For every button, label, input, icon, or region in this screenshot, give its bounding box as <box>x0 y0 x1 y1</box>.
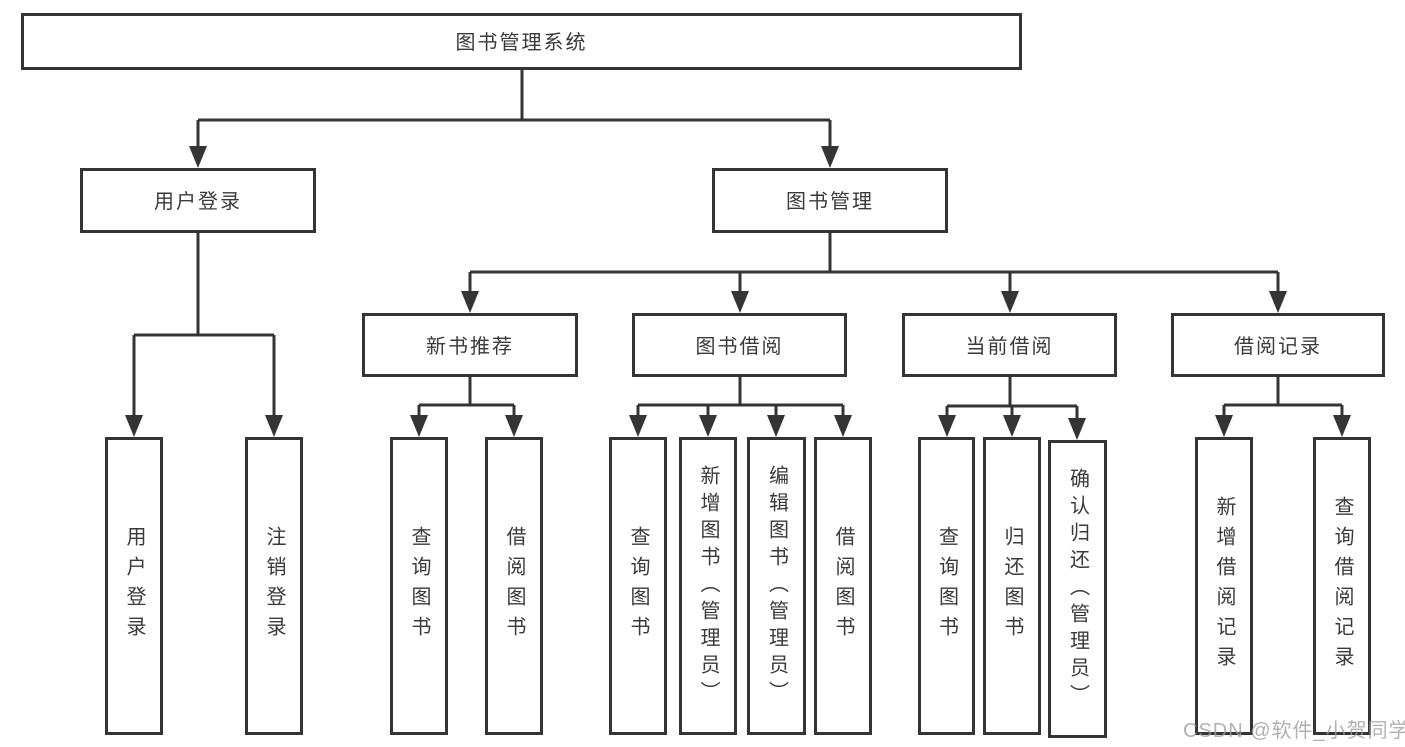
leaf-edit-book-admin-label: 编辑图书（管理员） <box>765 464 788 708</box>
leaf-borrow-book: 借阅图书 <box>814 437 872 735</box>
leaf-query-borrow-record-label: 查询借阅记录 <box>1331 496 1353 676</box>
leaf-query-book-borrow: 查询图书 <box>609 437 667 735</box>
leaf-edit-book-admin: 编辑图书（管理员） <box>747 437 806 735</box>
node-user-login: 用户登录 <box>80 168 316 233</box>
leaf-add-book-admin-label: 新增图书（管理员） <box>697 464 719 708</box>
node-current-borrow: 当前借阅 <box>902 313 1117 377</box>
leaf-borrow-book-recommend: 借阅图书 <box>485 437 543 735</box>
edge-newbook-trunk <box>419 377 514 407</box>
node-book-management-label: 图书管理 <box>786 191 874 213</box>
leaf-add-borrow-record: 新增借阅记录 <box>1195 437 1253 735</box>
edge-records-trunk <box>1224 377 1342 407</box>
leaf-query-book-current-label: 查询图书 <box>935 526 958 646</box>
node-library-system: 图书管理系统 <box>21 13 1022 70</box>
node-current-borrow-label: 当前借阅 <box>965 335 1054 358</box>
edge-userlogin-trunk <box>134 233 274 337</box>
leaf-user-login: 用户登录 <box>105 437 163 735</box>
node-borrow-records-label: 借阅记录 <box>1234 335 1322 358</box>
leaf-query-book-borrow-label: 查询图书 <box>627 526 649 646</box>
leaf-query-book-current: 查询图书 <box>918 437 975 735</box>
leaf-user-login-label: 用户登录 <box>123 526 145 646</box>
edge-current-trunk <box>947 377 1077 408</box>
edge-root-trunk <box>198 70 830 122</box>
node-book-borrow-label: 图书借阅 <box>695 335 784 358</box>
leaf-return-book-label: 归还图书 <box>1001 526 1023 646</box>
leaf-confirm-return-admin: 确认归还（管理员） <box>1048 440 1107 738</box>
node-new-book-recommend: 新书推荐 <box>362 313 578 377</box>
leaf-return-book: 归还图书 <box>983 437 1041 735</box>
leaf-add-book-admin: 新增图书（管理员） <box>679 437 737 735</box>
node-new-book-recommend-label: 新书推荐 <box>426 335 514 358</box>
leaf-query-borrow-record: 查询借阅记录 <box>1313 437 1371 735</box>
node-user-login-label: 用户登录 <box>154 191 242 213</box>
leaf-borrow-book-recommend-label: 借阅图书 <box>503 526 525 646</box>
leaf-logout: 注销登录 <box>245 437 303 735</box>
edge-bookmgmt-trunk <box>470 233 1278 274</box>
node-book-management: 图书管理 <box>712 168 948 233</box>
leaf-add-borrow-record-label: 新增借阅记录 <box>1213 496 1235 676</box>
leaf-query-book-recommend: 查询图书 <box>390 437 448 735</box>
leaf-query-book-recommend-label: 查询图书 <box>408 526 430 646</box>
node-library-system-label: 图书管理系统 <box>455 32 588 54</box>
node-borrow-records: 借阅记录 <box>1171 313 1385 377</box>
node-book-borrow: 图书借阅 <box>632 313 847 377</box>
edge-borrow-trunk <box>638 377 843 407</box>
leaf-logout-label: 注销登录 <box>263 526 285 646</box>
leaf-borrow-book-label: 借阅图书 <box>832 526 854 646</box>
watermark: CSDN @软件_小贺同学 <box>1183 720 1405 742</box>
leaf-confirm-return-admin-label: 确认归还（管理员） <box>1066 467 1089 711</box>
